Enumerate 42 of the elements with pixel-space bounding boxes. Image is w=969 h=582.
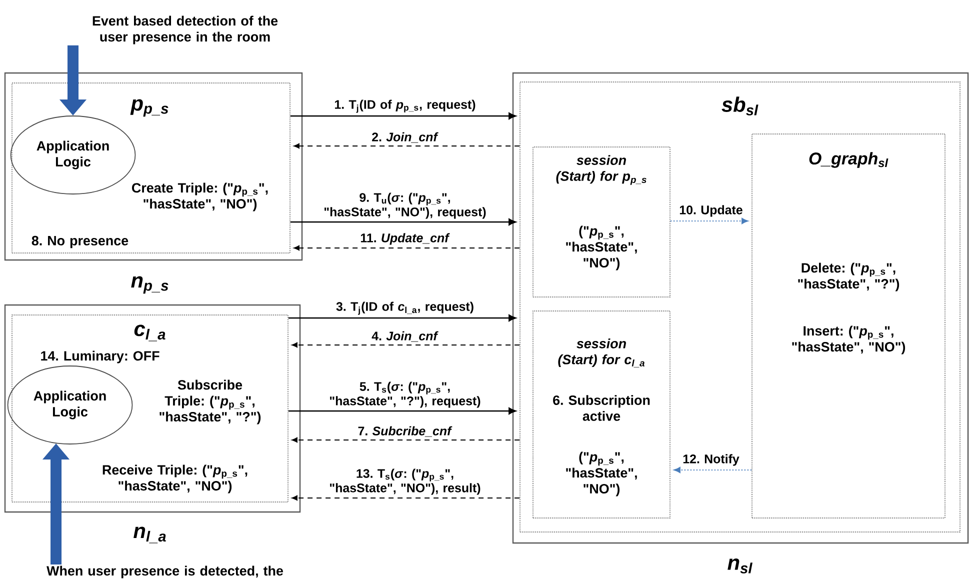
node-label: n$_{l_a}$	[134, 526, 166, 544]
edge-label: 2. Join_cnf	[372, 132, 438, 143]
edge-label: 9. T$_{u}$(σ: ("p$_{p_s}$", "hasState", "NO"), request)	[324, 192, 486, 219]
message-arrow	[670, 218, 748, 224]
box-heading: sb$_{sl}$	[722, 96, 758, 116]
triple-text: ("p$_{p_s}$", "hasState", "NO")	[566, 226, 637, 270]
edge-label: 11. Update_cnf	[360, 233, 450, 245]
node-label: n$_{p_s}$	[131, 276, 168, 294]
triple-text: Receive Triple: ("p$_{p_s}$", "hasState", "NO")	[102, 464, 248, 494]
message-arrow	[292, 437, 520, 443]
status-text: 14. Luminary: OFF	[41, 350, 160, 364]
message-arrow	[294, 245, 520, 251]
triple-text: ("p$_{p_s}$", "hasState", "NO")	[566, 452, 637, 496]
caption-text: Event based detection of the user presence in the room	[92, 16, 278, 44]
message-arrow	[674, 466, 752, 474]
node-label: n$_{sl}$	[728, 558, 752, 574]
status-text: 8. No presence	[32, 236, 128, 248]
triple-text: Subscribe Triple: ("p$_{p_s}$", "hasState", "?")	[160, 380, 261, 424]
message-arrow	[290, 112, 516, 120]
message-arrow	[288, 408, 516, 414]
session-heading: session (Start) for c$_{l_a}$	[558, 338, 645, 368]
edge-label: 10. Update	[680, 205, 742, 217]
edge-label: 13. T$_{s}$(σ: ("p$_{p_s}$", "hasState", "NO"), result)	[330, 468, 480, 495]
message-arrow	[294, 143, 520, 149]
message-arrow	[288, 314, 516, 322]
caption-text: When user presence is detected, the	[46, 566, 283, 578]
edge-label: 7. Subcribe_cnf	[358, 426, 452, 437]
message-arrow	[292, 495, 520, 501]
message-arrow	[292, 342, 520, 348]
edge-label: 4. Join_cnf	[372, 331, 438, 342]
box-heading: O_graph$_{sl}$	[809, 152, 888, 168]
edge-label: 5. T$_{s}$(σ: ("p$_{p_s}$", "hasState", "?"), request)	[330, 382, 480, 408]
box-heading: p$_{p_s}$	[130, 99, 168, 117]
triple-text: Delete: ("p$_{p_s}$", "hasState", "?")	[798, 262, 900, 292]
status-text: 6. Subscription active	[553, 395, 650, 421]
box-heading: c$_{l_a}$	[134, 324, 166, 342]
edge-label: 1. T$_{j}$(ID of p$_{p_s}$, request)	[335, 100, 476, 113]
session-heading: session (Start) for p$_{p_s}$	[556, 155, 646, 185]
edge-label: 12. Notify	[683, 454, 740, 466]
message-arrow	[290, 218, 516, 226]
edge-label: 3. T$_{j}$(ID of c$_{l_a}$, request)	[336, 302, 474, 315]
triple-text: Insert: ("p$_{p_s}$", "hasState", "NO")	[792, 326, 906, 354]
